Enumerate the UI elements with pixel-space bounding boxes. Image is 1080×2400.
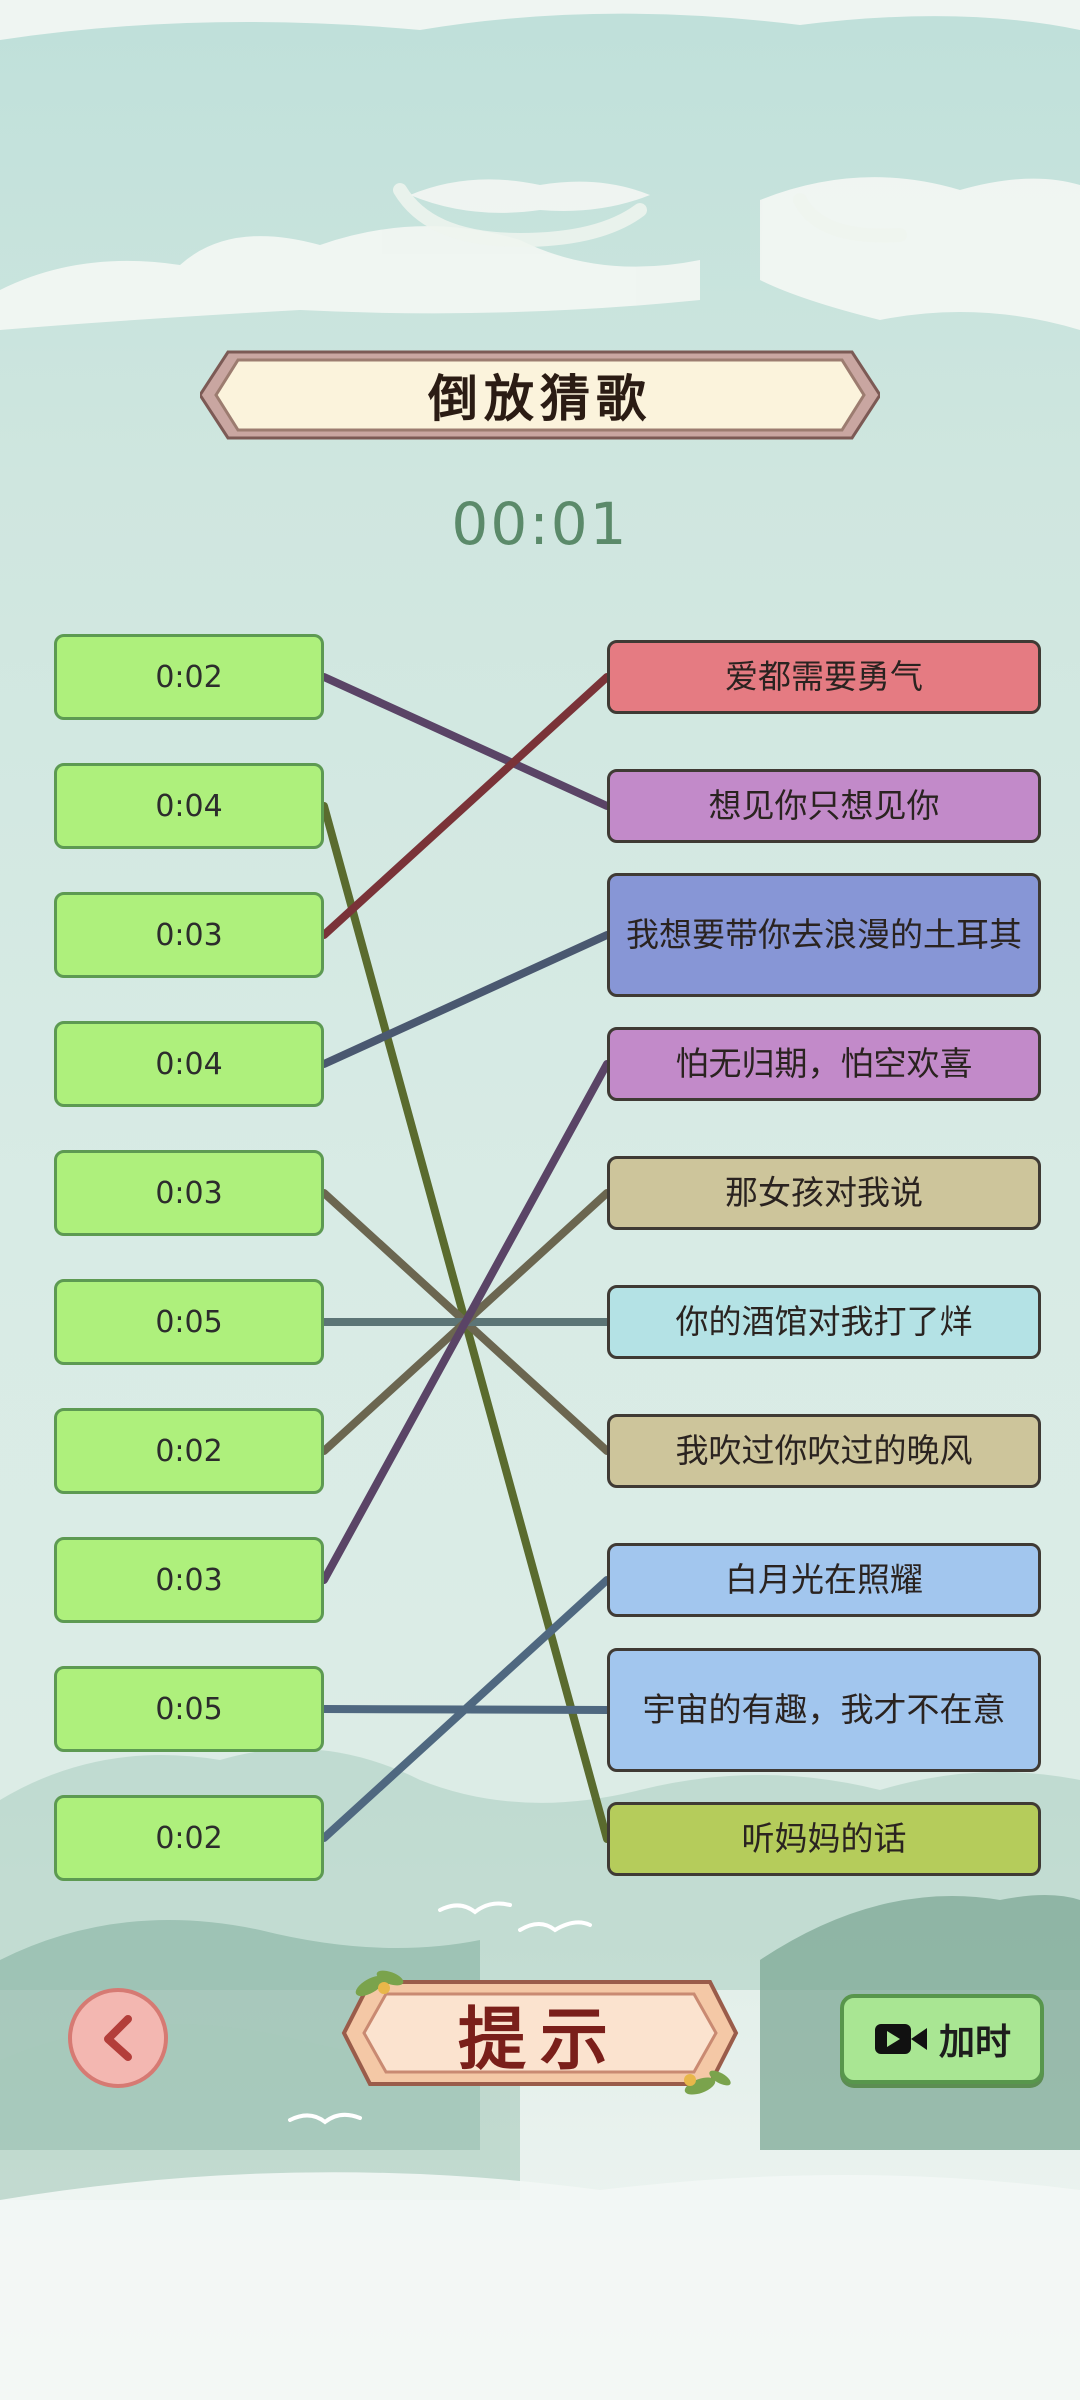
time-option[interactable]: 0:03 (54, 1150, 324, 1236)
video-camera-icon (874, 2024, 927, 2054)
page-title: 倒放猜歌 (428, 369, 652, 428)
song-option[interactable]: 我吹过你吹过的晚风 (607, 1414, 1041, 1488)
song-option[interactable]: 爱都需要勇气 (607, 640, 1041, 714)
cloud-swirl-decoration (393, 183, 907, 248)
connection-line (320, 1060, 611, 1584)
time-option[interactable]: 0:02 (54, 1408, 324, 1494)
song-option[interactable]: 想见你只想见你 (607, 769, 1041, 843)
connection-line (320, 673, 611, 810)
time-option[interactable]: 0:05 (54, 1279, 324, 1365)
connection-line (320, 1576, 611, 1842)
time-option[interactable]: 0:05 (54, 1666, 324, 1752)
connection-lines (320, 673, 611, 1843)
hint-label: 提示 (457, 1999, 622, 2080)
time-option[interactable]: 0:03 (54, 892, 324, 978)
add-time-label: 加时 (938, 2022, 1011, 2063)
time-option[interactable]: 0:04 (54, 1021, 324, 1107)
connection-line (320, 673, 611, 939)
hint-button[interactable]: 提示 (330, 1968, 750, 2098)
song-option[interactable]: 宇宙的有趣，我才不在意 (607, 1648, 1041, 1772)
birds-decoration (288, 1901, 592, 2125)
add-time-button[interactable]: 加时 (840, 1994, 1044, 2084)
leaf-decoration-icon (355, 1970, 731, 2095)
flower-decoration-icon (378, 1982, 696, 2086)
title-banner: 倒放猜歌 (200, 348, 880, 442)
song-option[interactable]: 你的酒馆对我打了烊 (607, 1285, 1041, 1359)
time-option[interactable]: 0:02 (54, 1795, 324, 1881)
song-option[interactable]: 我想要带你去浪漫的土耳其 (607, 873, 1041, 997)
song-option[interactable]: 白月光在照耀 (607, 1543, 1041, 1617)
song-option[interactable]: 听妈妈的话 (607, 1802, 1041, 1876)
song-option[interactable]: 怕无归期，怕空欢喜 (607, 1027, 1041, 1101)
countdown-timer: 00:01 (451, 490, 629, 558)
hint-frame (341, 1970, 739, 2095)
cloud-decoration (0, 0, 1080, 330)
back-button[interactable] (68, 1988, 168, 2088)
connection-line (320, 931, 611, 1068)
time-option[interactable]: 0:04 (54, 763, 324, 849)
song-option[interactable]: 那女孩对我说 (607, 1156, 1041, 1230)
time-option[interactable]: 0:02 (54, 634, 324, 720)
time-option[interactable]: 0:03 (54, 1537, 324, 1623)
chevron-left-icon (104, 2015, 132, 2061)
banner-frame (200, 350, 880, 440)
